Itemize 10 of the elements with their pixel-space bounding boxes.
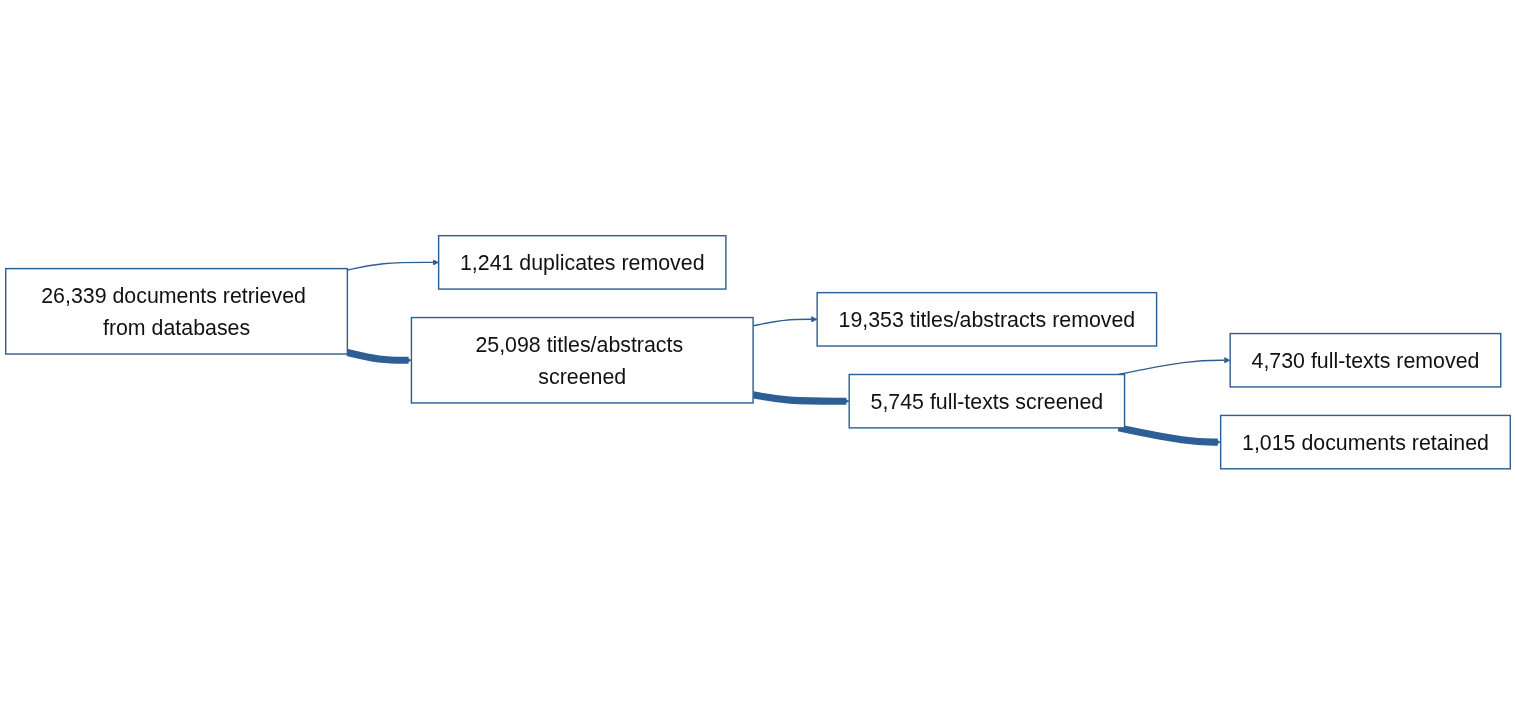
node-box: 26,339 documents retrieved from databases <box>5 268 349 355</box>
arrow <box>752 391 850 405</box>
node-box: 1,241 duplicates removed <box>437 235 727 291</box>
node-box: 5,745 full-texts screened <box>848 374 1126 429</box>
node-box: 25,098 titles/abstracts screened <box>410 317 754 404</box>
arrow <box>1117 424 1221 446</box>
node-box: 19,353 titles/abstracts removed <box>816 292 1158 347</box>
arrow <box>346 349 412 365</box>
node-box: 1,015 documents retained <box>1219 414 1511 470</box>
node-box: 4,730 full-texts removed <box>1229 333 1502 388</box>
